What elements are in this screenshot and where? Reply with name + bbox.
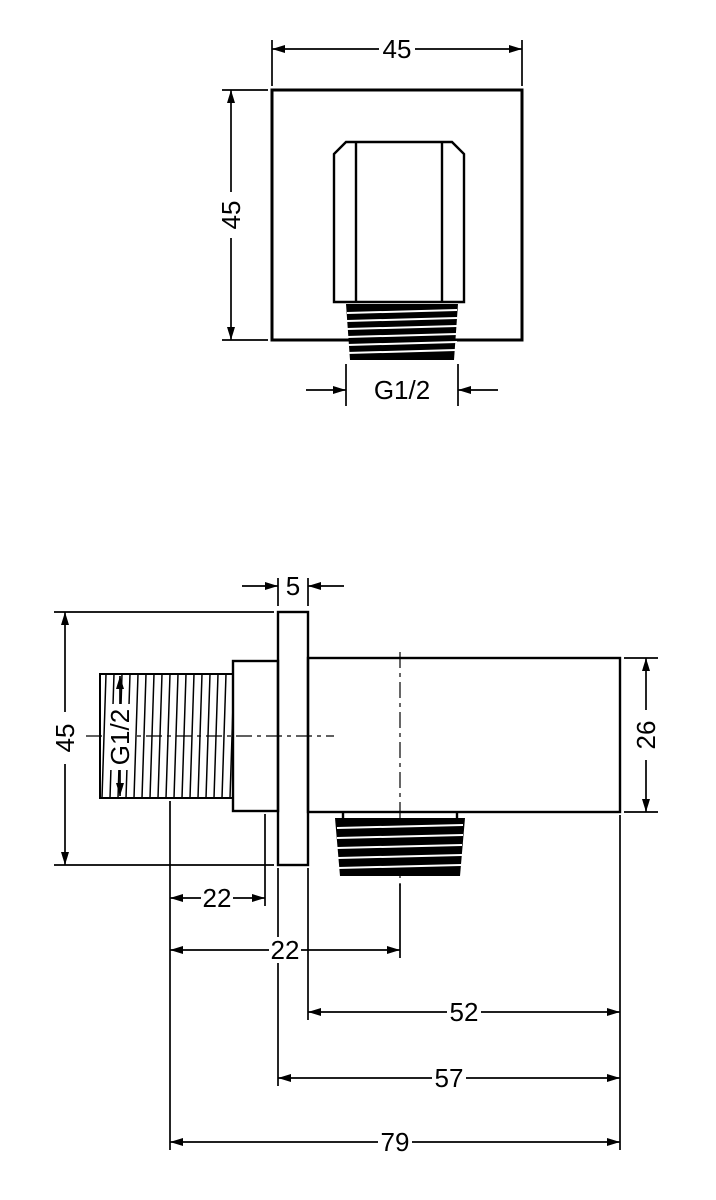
- side-body-height-label: 26: [631, 721, 661, 750]
- front-dim-outlet-thread: G1/2: [306, 364, 498, 406]
- side-body-length-label: 52: [450, 997, 479, 1027]
- side-dim-thread-length: 22: [170, 883, 265, 913]
- front-view: 45 45 G1/2: [216, 34, 524, 406]
- side-plate-height-label: 45: [50, 724, 80, 753]
- side-body-outline: [306, 656, 622, 814]
- side-dim-total-depth: 79: [170, 1127, 620, 1157]
- side-outlet-thread: [335, 812, 465, 876]
- front-height-label: 45: [216, 201, 246, 230]
- side-total-depth-label: 79: [381, 1127, 410, 1157]
- side-outlet-offset-label: 22: [271, 935, 300, 965]
- side-dim-body-length: 52: [308, 997, 620, 1027]
- side-dim-body-height: 26: [624, 657, 661, 813]
- side-depth-label: 57: [435, 1063, 464, 1093]
- side-dim-outlet-offset: 22: [170, 935, 400, 965]
- side-dim-inlet-thread: G1/2: [105, 676, 135, 796]
- front-outlet-thread-label: G1/2: [374, 375, 430, 405]
- side-inlet-thread-label: G1/2: [105, 709, 135, 765]
- front-width-label: 45: [383, 34, 412, 64]
- extension-lines: [169, 801, 621, 1150]
- side-plate-thickness-label: 5: [286, 571, 300, 601]
- side-plate-outline: [276, 610, 310, 867]
- front-outlet-thread: [346, 304, 458, 360]
- side-dim-depth: 57: [278, 1063, 620, 1093]
- front-dim-width: 45: [271, 34, 523, 86]
- front-dim-height: 45: [216, 89, 268, 341]
- front-valve-body: [332, 140, 466, 304]
- side-dim-plate-thickness: 5: [242, 571, 344, 606]
- side-dim-plate-height: 45: [50, 611, 274, 866]
- side-view: 5 45 26 G1/2: [50, 571, 661, 1157]
- side-thread-length-label: 22: [203, 883, 232, 913]
